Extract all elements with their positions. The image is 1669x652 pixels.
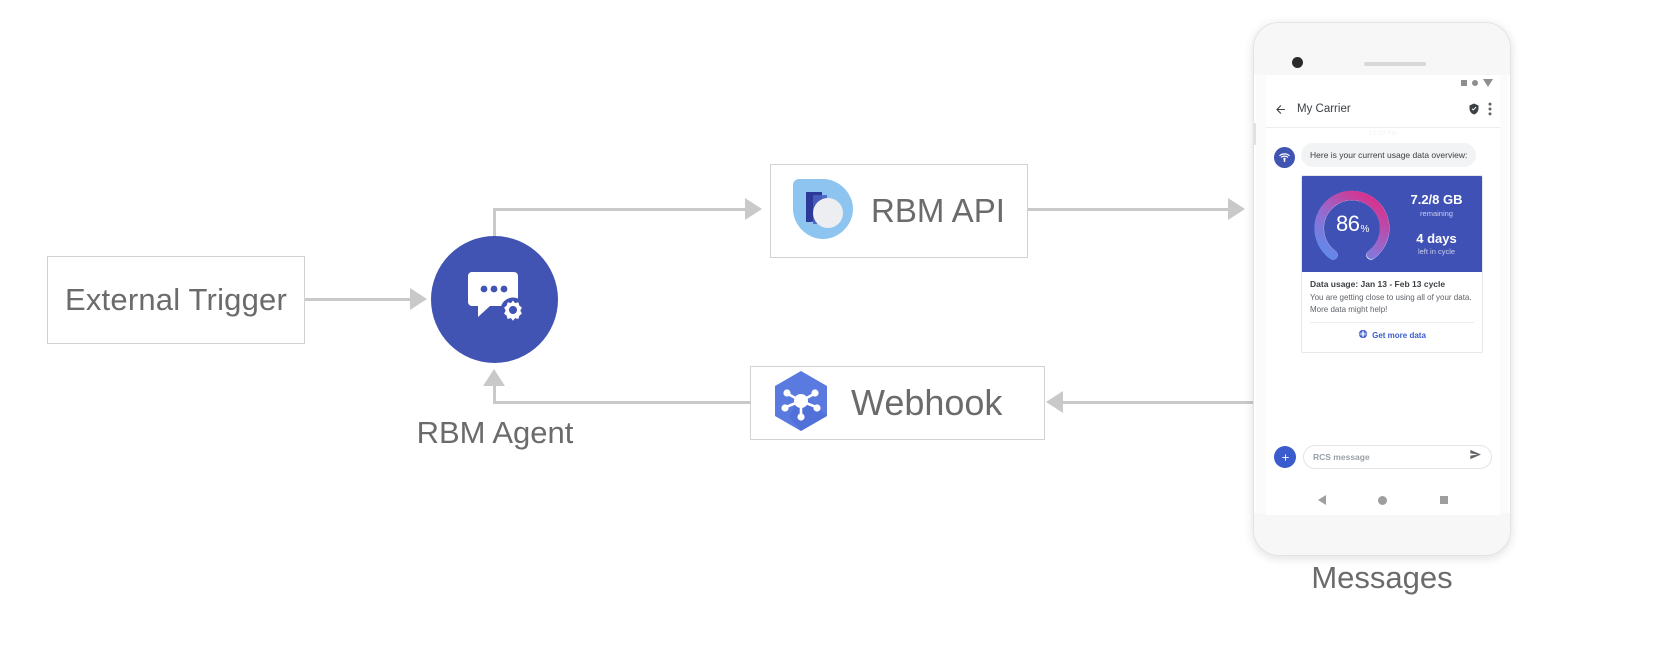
stat-block-data: 7.2/8 GB remaining (1395, 192, 1478, 218)
incoming-message-bubble: Here is your current usage data overview… (1301, 143, 1477, 168)
shield-check-icon[interactable] (1468, 103, 1480, 115)
rich-card-media: 86% 7.2/8 GB remaining 4 days left in cy… (1302, 176, 1482, 272)
rbm-api-node[interactable]: RBM API (770, 164, 1028, 258)
rbm-api-label: RBM API (871, 192, 1005, 229)
rich-card[interactable]: 86% 7.2/8 GB remaining 4 days left in cy… (1301, 175, 1483, 354)
gauge-percent-symbol: % (1360, 223, 1370, 235)
phone-device: My Carrier 12:30 PM (1253, 22, 1511, 556)
rbm-api-logo-icon (789, 175, 857, 248)
get-more-data-button[interactable]: Get more data (1310, 322, 1474, 346)
webhook-hexagon-icon (767, 367, 835, 440)
conversation-list: Here is your current usage data overview… (1266, 137, 1500, 354)
back-arrow-icon[interactable] (1274, 103, 1287, 116)
triangle-down-icon (1483, 79, 1493, 87)
stat-caption-data: remaining (1420, 208, 1453, 218)
rich-card-stats: 7.2/8 GB remaining 4 days left in cycle (1395, 192, 1482, 256)
recents-square-icon[interactable] (1439, 496, 1448, 504)
composer-placeholder: RCS message (1313, 452, 1370, 462)
conversation-timestamp: 12:30 PM (1368, 131, 1398, 137)
phone-bottom-bezel (1254, 513, 1510, 555)
gauge-percent: 86% (1309, 181, 1395, 267)
message-composer: RCS message (1266, 437, 1500, 477)
rcs-message-input[interactable]: RCS message (1303, 445, 1492, 469)
webhook-node[interactable]: Webhook (750, 366, 1045, 440)
stat-caption-days: left in cycle (1417, 247, 1456, 257)
rich-card-body: Data usage: Jan 13 - Feb 13 cycle You ar… (1302, 272, 1482, 352)
data-usage-gauge: 86% (1309, 181, 1395, 267)
status-bar (1266, 75, 1500, 91)
rich-card-title: Data usage: Jan 13 - Feb 13 cycle (1310, 279, 1446, 289)
arrow-agent-to-rbmapi (745, 198, 762, 220)
arrow-device-to-webhook (1046, 391, 1063, 413)
android-nav-bar (1266, 485, 1500, 515)
connector-trigger-to-agent (305, 298, 410, 301)
wifi-avatar-icon (1274, 147, 1295, 168)
external-trigger-label: External Trigger (64, 282, 288, 317)
sensor-strip (1364, 62, 1426, 66)
arrow-rbmapi-to-device (1228, 198, 1245, 220)
conversation-title: My Carrier (1297, 103, 1351, 115)
plus-icon[interactable] (1274, 446, 1296, 468)
external-trigger-node[interactable]: External Trigger (47, 256, 305, 344)
rbm-agent-caption: RBM Agent (416, 415, 574, 450)
home-circle-icon[interactable] (1378, 495, 1388, 505)
stat-value-days: 4 days (1416, 230, 1457, 246)
phone-screen: My Carrier 12:30 PM (1266, 75, 1500, 515)
send-icon[interactable] (1469, 448, 1482, 466)
phone-top-bezel (1254, 23, 1510, 75)
stat-block-days: 4 days left in cycle (1395, 231, 1478, 257)
get-more-data-label: Get more data (1372, 330, 1426, 340)
circle-icon (1472, 80, 1478, 86)
app-bar: My Carrier (1266, 91, 1500, 128)
back-triangle-icon[interactable] (1318, 495, 1327, 505)
device-caption: Messages (1311, 560, 1453, 595)
side-button[interactable] (1254, 123, 1256, 145)
message-row-incoming: Here is your current usage data overview… (1274, 143, 1492, 168)
more-vert-icon[interactable] (1488, 102, 1492, 116)
square-icon (1461, 80, 1467, 86)
webhook-label: Webhook (851, 382, 1003, 423)
stat-value-data: 7.2/8 GB (1410, 191, 1463, 207)
connector-device-to-webhook (1063, 401, 1253, 404)
gauge-percent-number: 86 (1336, 211, 1360, 236)
arrow-webhook-to-agent (483, 369, 505, 386)
connector-webhook-up (493, 385, 496, 403)
connector-rbmapi-to-device (1028, 208, 1233, 211)
globe-icon (1358, 329, 1368, 341)
chat-gear-icon (462, 266, 528, 333)
connector-agent-up (493, 208, 496, 248)
front-camera-icon (1292, 57, 1303, 68)
arrow-trigger-to-agent (410, 288, 427, 310)
connector-webhook-to-agent (493, 401, 750, 404)
connector-agent-to-rbmapi (493, 208, 745, 211)
rbm-agent-node[interactable] (431, 236, 558, 363)
rich-card-description: You are getting close to using all of yo… (1310, 293, 1472, 314)
